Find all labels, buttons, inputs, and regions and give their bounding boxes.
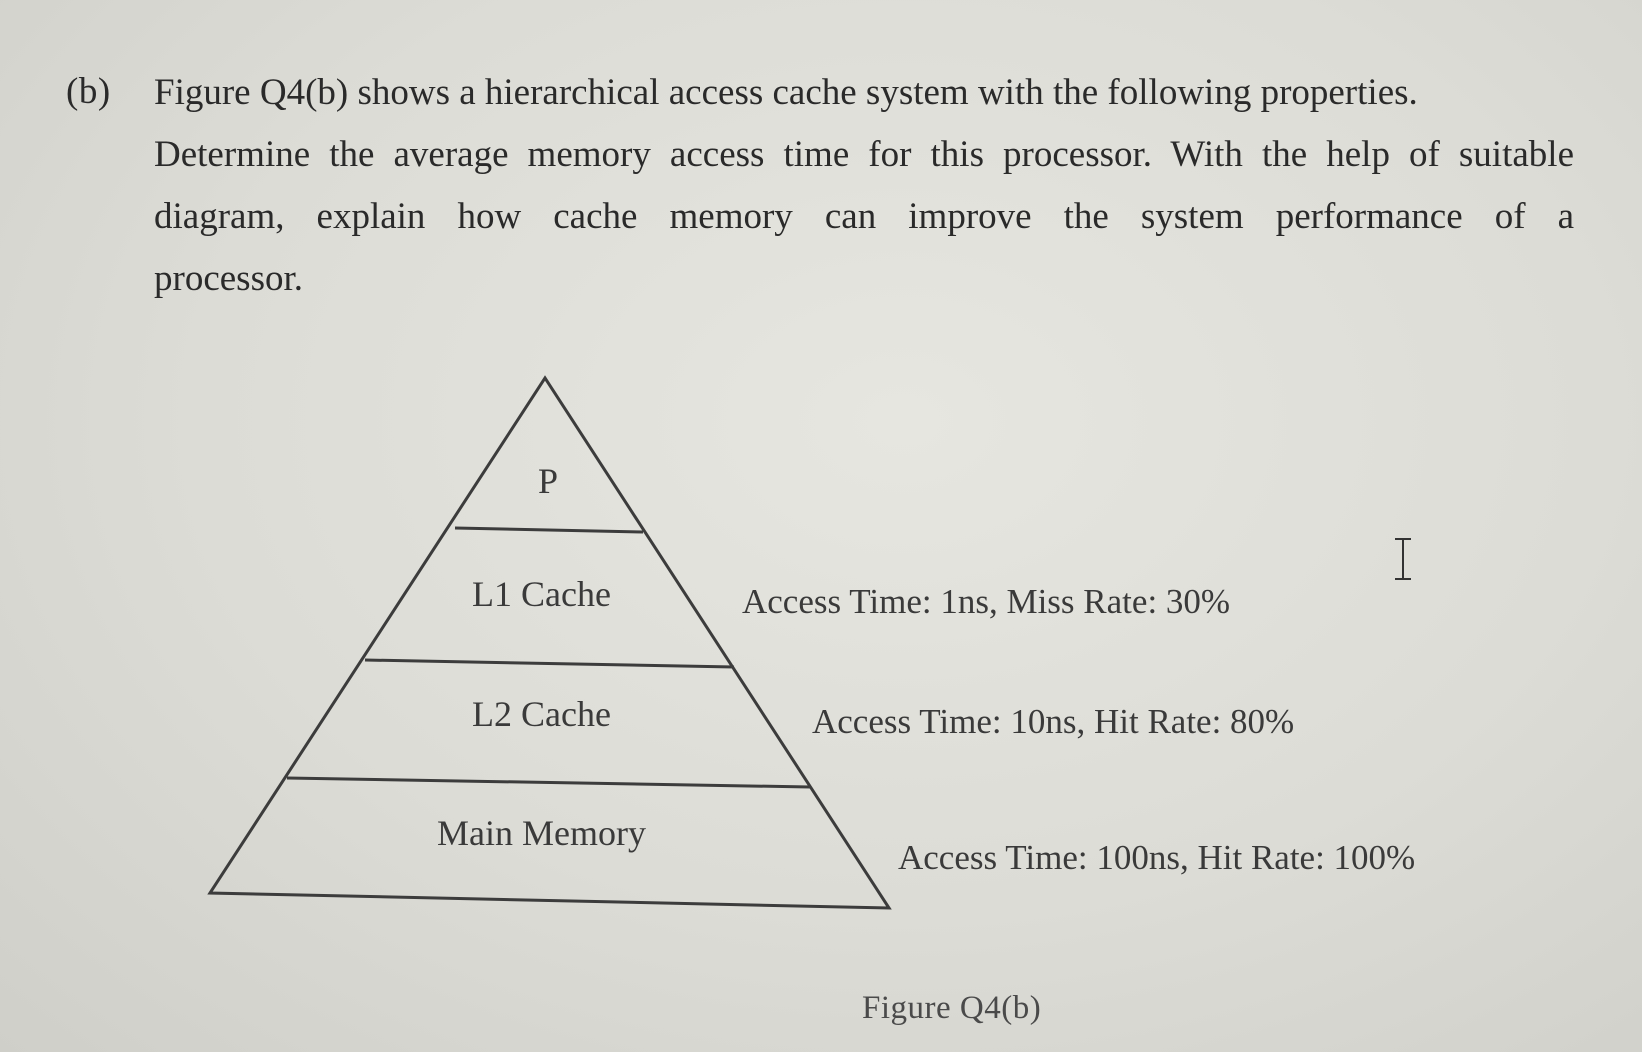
question-line-4: processor. xyxy=(154,258,303,299)
question-line-1: Figure Q4(b) shows a hierarchical access… xyxy=(154,72,1418,113)
question-text: Figure Q4(b) shows a hierarchical access… xyxy=(154,62,1574,310)
divider-l2-main xyxy=(286,776,811,789)
l2-cache-properties: Access Time: 10ns, Hit Rate: 80% xyxy=(812,702,1295,741)
question-label: (b) xyxy=(66,71,111,112)
level-label-processor: P xyxy=(538,461,559,501)
text-cursor-icon xyxy=(1395,538,1411,580)
l1-cache-properties: Access Time: 1ns, Miss Rate: 30% xyxy=(742,582,1231,621)
divider-l1-l2 xyxy=(364,658,735,669)
pyramid-outline xyxy=(207,375,892,910)
divider-p-l1 xyxy=(454,526,644,534)
question-line-3: diagram, explain how cache memory can im… xyxy=(154,196,1574,237)
level-label-main-memory: Main Memory xyxy=(437,813,646,853)
level-label-l1-cache: L1 Cache xyxy=(472,574,611,614)
main-memory-properties: Access Time: 100ns, Hit Rate: 100% xyxy=(898,838,1416,877)
question-line-2: Determine the average memory access time… xyxy=(154,134,1574,175)
figure-caption: Figure Q4(b) xyxy=(862,990,1042,1026)
level-label-l2-cache: L2 Cache xyxy=(472,694,611,734)
